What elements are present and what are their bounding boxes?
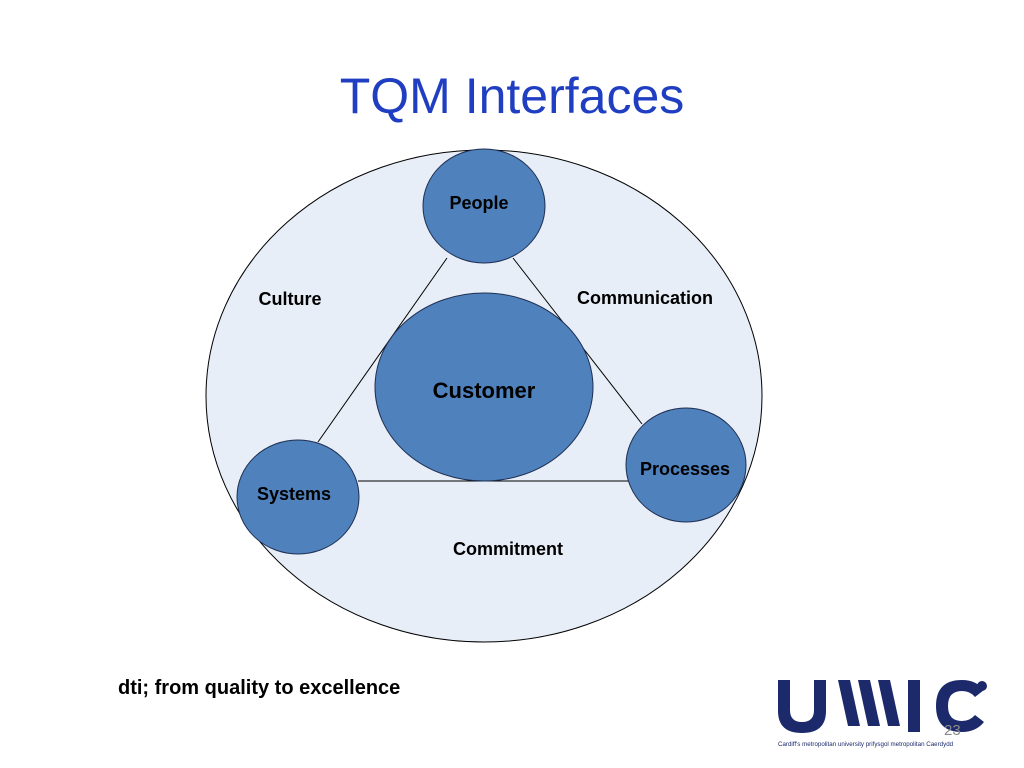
slide-title: TQM Interfaces bbox=[339, 68, 685, 124]
customer-label: Customer bbox=[433, 378, 536, 403]
communication-label: Communication bbox=[577, 288, 713, 308]
culture-label: Culture bbox=[259, 289, 322, 309]
connector-people-systems bbox=[317, 257, 448, 443]
processes-circle bbox=[625, 407, 747, 523]
systems-circle bbox=[236, 439, 360, 555]
processes-label: Processes bbox=[640, 459, 730, 479]
source-note: dti; from quality to excellence bbox=[118, 677, 401, 699]
uwic-logo: Cardiff's metropolitan university prifys… bbox=[778, 680, 987, 748]
people-label: People bbox=[449, 193, 508, 213]
customer-circle bbox=[374, 292, 594, 482]
commitment-label: Commitment bbox=[453, 539, 563, 559]
svg-text:Cardiff's metropolitan univers: Cardiff's metropolitan university prifys… bbox=[778, 741, 954, 748]
page-number: 23 bbox=[944, 722, 961, 739]
people-circle bbox=[422, 148, 546, 264]
systems-label: Systems bbox=[257, 484, 331, 504]
